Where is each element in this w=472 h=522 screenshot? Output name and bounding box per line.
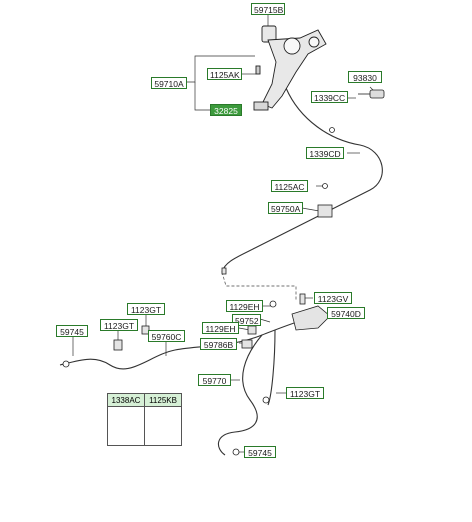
parking-brake-pedal-assembly [253, 25, 327, 111]
bolt-icon [144, 406, 182, 446]
label-59752: 59752 [232, 314, 261, 326]
equalizer-assembly [62, 204, 333, 456]
label-1123GV: 1123GV [314, 292, 352, 304]
label-59750A: 59750A [268, 202, 303, 214]
nut-icon [107, 406, 145, 446]
fastener-table: 1338AC 1125KB [107, 393, 182, 446]
label-1123GT-right: 1123GT [286, 387, 324, 399]
label-1123GT-top: 1123GT [127, 303, 165, 315]
label-59745-left: 59745 [56, 325, 88, 337]
label-1339CC: 1339CC [311, 91, 348, 103]
label-1129EH-upper: 1129EH [226, 300, 263, 312]
label-93830: 93830 [348, 71, 382, 83]
dashed-callouts [221, 271, 297, 300]
label-1125AK: 1125AK [207, 68, 242, 80]
label-59740D: 59740D [327, 307, 365, 319]
label-1129EH-lower: 1129EH [202, 322, 239, 334]
brake-switch [322, 89, 385, 189]
label-59760C: 59760C [148, 330, 185, 342]
table-header-1338AC: 1338AC [107, 393, 145, 407]
label-1339CD: 1339CD [306, 147, 344, 159]
label-59770: 59770 [198, 374, 231, 386]
label-32825: 32825 [210, 104, 242, 116]
label-59715B: 59715B [251, 3, 285, 15]
table-header-1125KB: 1125KB [144, 393, 182, 407]
label-59745-bottom: 59745 [244, 446, 276, 458]
label-1123GT-left: 1123GT [100, 319, 138, 331]
cables [59, 87, 383, 456]
label-1125AC: 1125AC [271, 180, 308, 192]
label-59710A: 59710A [151, 77, 187, 89]
label-59786B: 59786B [200, 338, 237, 350]
